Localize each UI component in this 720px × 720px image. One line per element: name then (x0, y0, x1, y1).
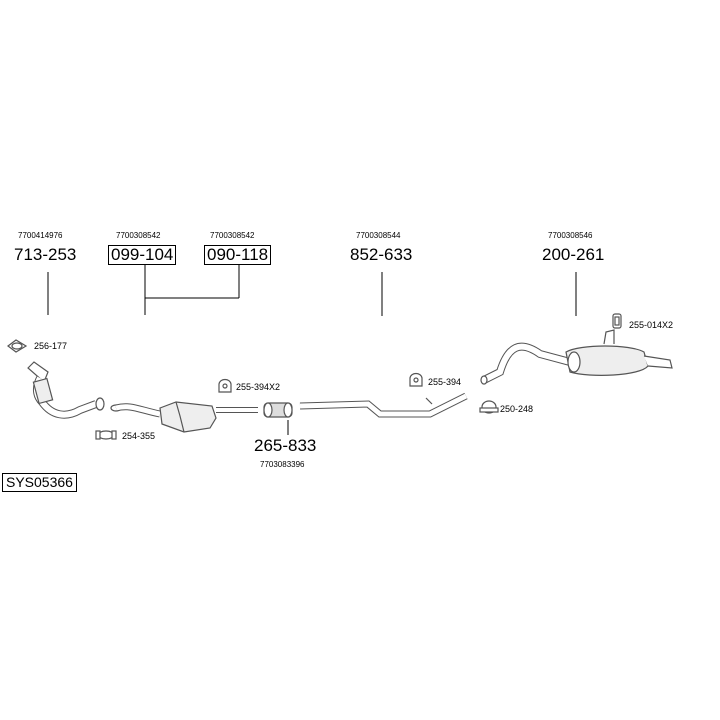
accessory-label[interactable]: 255-394 (428, 377, 462, 387)
system-id: SYS05366 (2, 473, 77, 492)
coupling-drawing (263, 402, 293, 418)
catalyst-drawing (110, 401, 258, 433)
part-number[interactable]: 713-253 (14, 245, 77, 264)
accessory-label[interactable]: 256-177 (34, 341, 68, 351)
hanger-bracket-icon (612, 313, 622, 329)
clamp-icon (95, 430, 117, 440)
accessory-label[interactable]: 255-394X2 (236, 382, 281, 392)
accessory-label[interactable]: 255-014X2 (629, 320, 674, 330)
rubber-mount-icon (409, 372, 423, 387)
rubber-mount-icon (218, 378, 232, 393)
accessory-label[interactable]: 254-355 (122, 431, 156, 441)
gasket-icon (7, 339, 28, 353)
part-number[interactable]: 090-118 (204, 245, 272, 265)
leader-lines (47, 265, 577, 435)
oem-number: 7700308542 (210, 231, 255, 240)
clamp-icon (479, 400, 499, 414)
part-number[interactable]: 265-833 (254, 436, 317, 455)
oem-number: 7700308546 (548, 231, 593, 240)
oem-number: 7700308544 (356, 231, 401, 240)
oem-number: 7700308542 (116, 231, 161, 240)
rear-silencer-drawing (480, 329, 673, 385)
oem-number: 7700414976 (18, 231, 63, 240)
part-number[interactable]: 200-261 (542, 245, 605, 264)
center-pipe-drawing (299, 392, 468, 418)
part-number[interactable]: 099-104 (108, 245, 177, 265)
front-pipe-drawing (27, 361, 105, 419)
part-number[interactable]: 852-633 (350, 245, 413, 264)
accessory-label[interactable]: 250-248 (500, 404, 534, 414)
oem-number: 7703083396 (260, 460, 305, 469)
